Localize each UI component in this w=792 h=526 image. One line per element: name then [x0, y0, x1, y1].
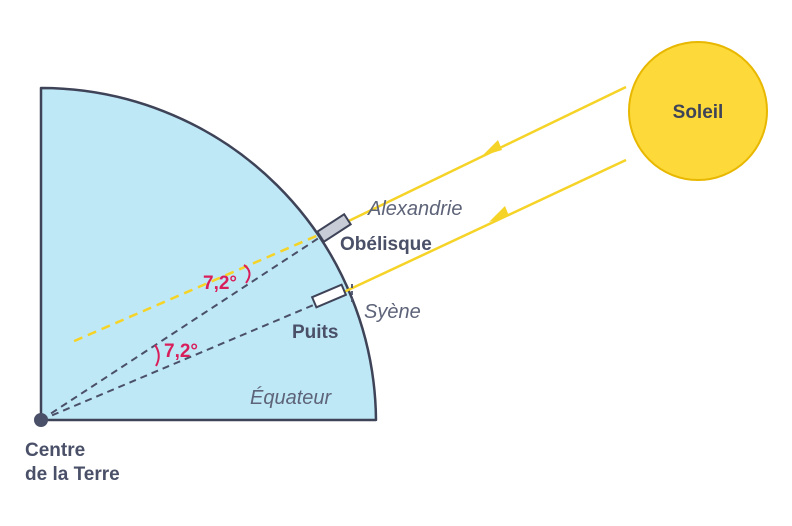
obelisk-label: Obélisque: [340, 234, 432, 255]
center-label-line2: de la Terre: [25, 464, 120, 485]
earth-center-dot: [34, 413, 48, 427]
radius-alexandria-dashed: [40, 227, 335, 421]
radius-syene-dashed: [40, 297, 331, 421]
angle-arc-top: [243, 264, 251, 284]
sun-ray-syene: [330, 158, 627, 300]
obelisk-shape: [315, 212, 353, 244]
equator-label: Équateur: [250, 386, 333, 409]
sun-ray-alexandria: [329, 85, 627, 232]
well-shape: [310, 283, 348, 309]
extended-ray-dashed: [71, 228, 331, 344]
syene-label: Syène: [364, 301, 421, 323]
ray-arrowhead: [482, 140, 502, 156]
angle-label-center: 7,2°: [164, 341, 198, 362]
alexandria-label: Alexandrie: [367, 198, 463, 220]
earth-quarter-disc: [39, 86, 378, 422]
sun-disc: [628, 41, 768, 181]
center-label-line1: Centre: [25, 440, 85, 461]
well-label: Puits: [292, 322, 338, 343]
angle-label-top: 7,2°: [203, 273, 237, 294]
ray-arrowhead: [489, 206, 509, 222]
sun-label: Soleil: [673, 102, 724, 123]
angle-arc-center: [154, 344, 160, 367]
